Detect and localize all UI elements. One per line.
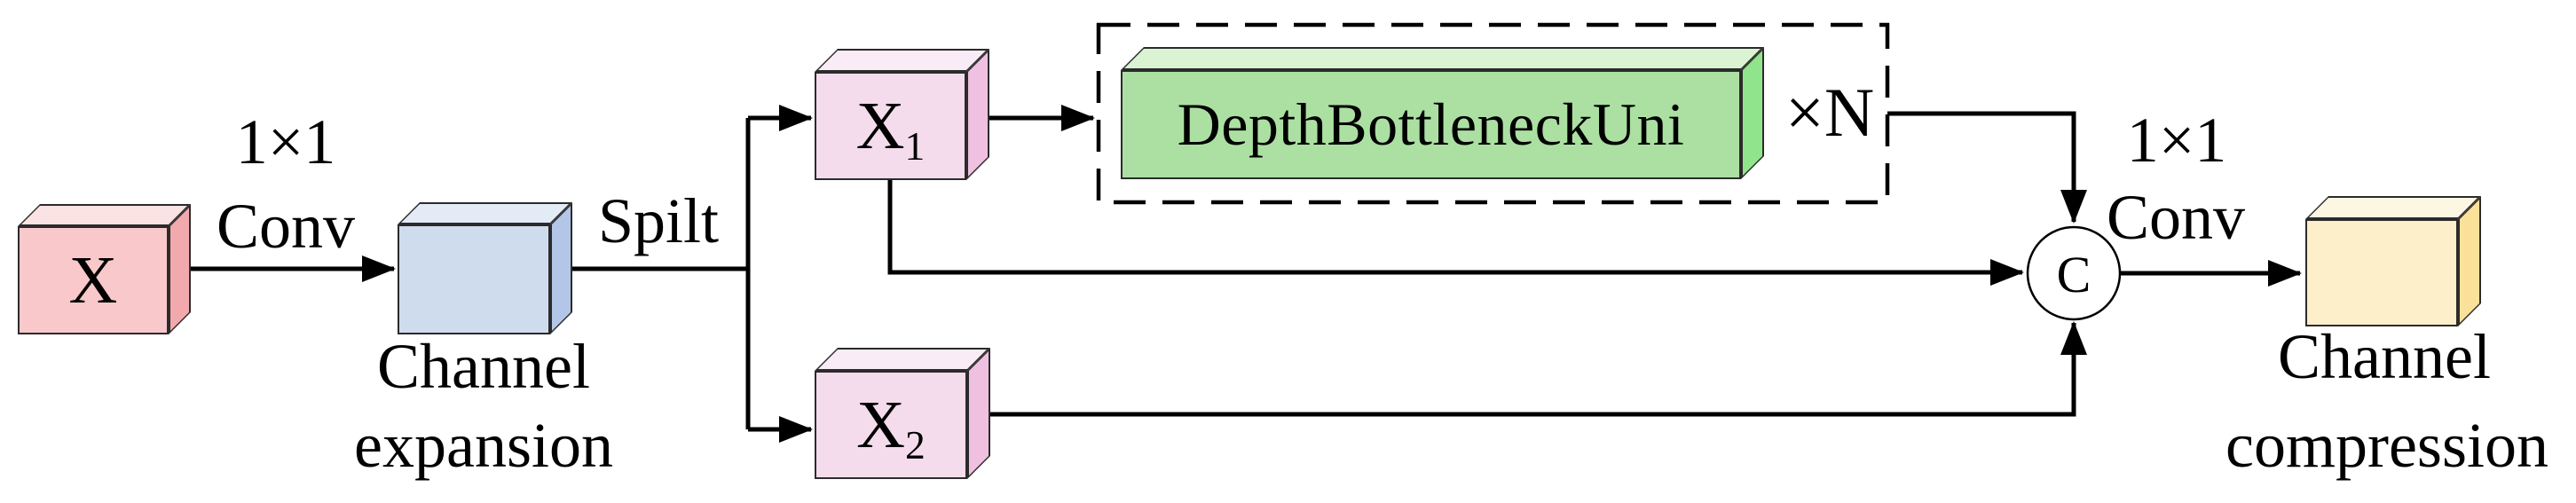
concat-label: C bbox=[2056, 246, 2092, 303]
box-top-face bbox=[815, 348, 990, 371]
box-front-face: DepthBottleneckUni bbox=[1121, 70, 1741, 179]
box-top-face bbox=[398, 202, 572, 224]
conv-in-op-label: Conv bbox=[216, 191, 356, 262]
box-top-face bbox=[815, 49, 989, 72]
conv-out-op-label: Conv bbox=[2106, 182, 2246, 253]
repeat-dashed-frame bbox=[1096, 22, 1890, 205]
input-tensor-label: X bbox=[68, 242, 118, 318]
channel-expansion-caption-line1: Channel bbox=[377, 331, 590, 402]
channel-compression-box bbox=[2305, 196, 2481, 326]
box-side-face bbox=[169, 204, 191, 334]
box-front-face bbox=[398, 224, 550, 334]
repeat-times-n-label: ×N bbox=[1784, 74, 1875, 151]
x2-tensor-label: X2 bbox=[856, 387, 926, 468]
x2-label-subscript: 2 bbox=[905, 421, 926, 468]
input-tensor-box: X bbox=[18, 204, 191, 334]
x1-tensor-box: X1 bbox=[815, 49, 989, 180]
depth-bottleneck-uni-label: DepthBottleneckUni bbox=[1177, 90, 1685, 158]
box-front-face: X2 bbox=[815, 371, 967, 479]
box-front-face: X1 bbox=[815, 72, 966, 180]
channel-compression-caption-line2: compression bbox=[2225, 410, 2548, 481]
box-side-face bbox=[966, 49, 989, 180]
x1-label-main: X bbox=[855, 88, 905, 163]
channel-expansion-box bbox=[398, 202, 572, 334]
conv-in-kernel-label: 1×1 bbox=[235, 106, 336, 177]
split-label: Spilt bbox=[597, 185, 720, 256]
box-front-face: X bbox=[18, 226, 169, 334]
x1-tensor-label: X1 bbox=[855, 88, 926, 169]
box-top-face bbox=[18, 204, 191, 226]
box-side-face bbox=[967, 348, 990, 479]
arrow-x1-bypass-to-concat bbox=[887, 177, 2024, 286]
concat-circle bbox=[2026, 225, 2122, 321]
depth-bottleneck-uni-box: DepthBottleneckUni bbox=[1121, 47, 1764, 179]
channel-compression-caption-line1: Channel bbox=[2278, 321, 2491, 392]
split-trunk-line bbox=[570, 118, 751, 429]
box-top-face bbox=[1121, 47, 1764, 70]
x2-label-main: X bbox=[856, 387, 906, 462]
box-side-face bbox=[550, 202, 572, 334]
arrow-x2-to-concat bbox=[989, 321, 2087, 417]
box-side-face bbox=[2458, 196, 2481, 326]
arrow-bottleneck-to-concat bbox=[1887, 111, 2087, 224]
channel-expansion-caption-line2: expansion bbox=[354, 410, 613, 481]
x1-label-subscript: 1 bbox=[904, 122, 926, 169]
conv-out-kernel-label: 1×1 bbox=[2126, 105, 2227, 176]
x2-tensor-box: X2 bbox=[815, 348, 990, 479]
box-top-face bbox=[2305, 196, 2481, 219]
box-front-face bbox=[2305, 219, 2458, 326]
box-side-face bbox=[1741, 47, 1764, 179]
